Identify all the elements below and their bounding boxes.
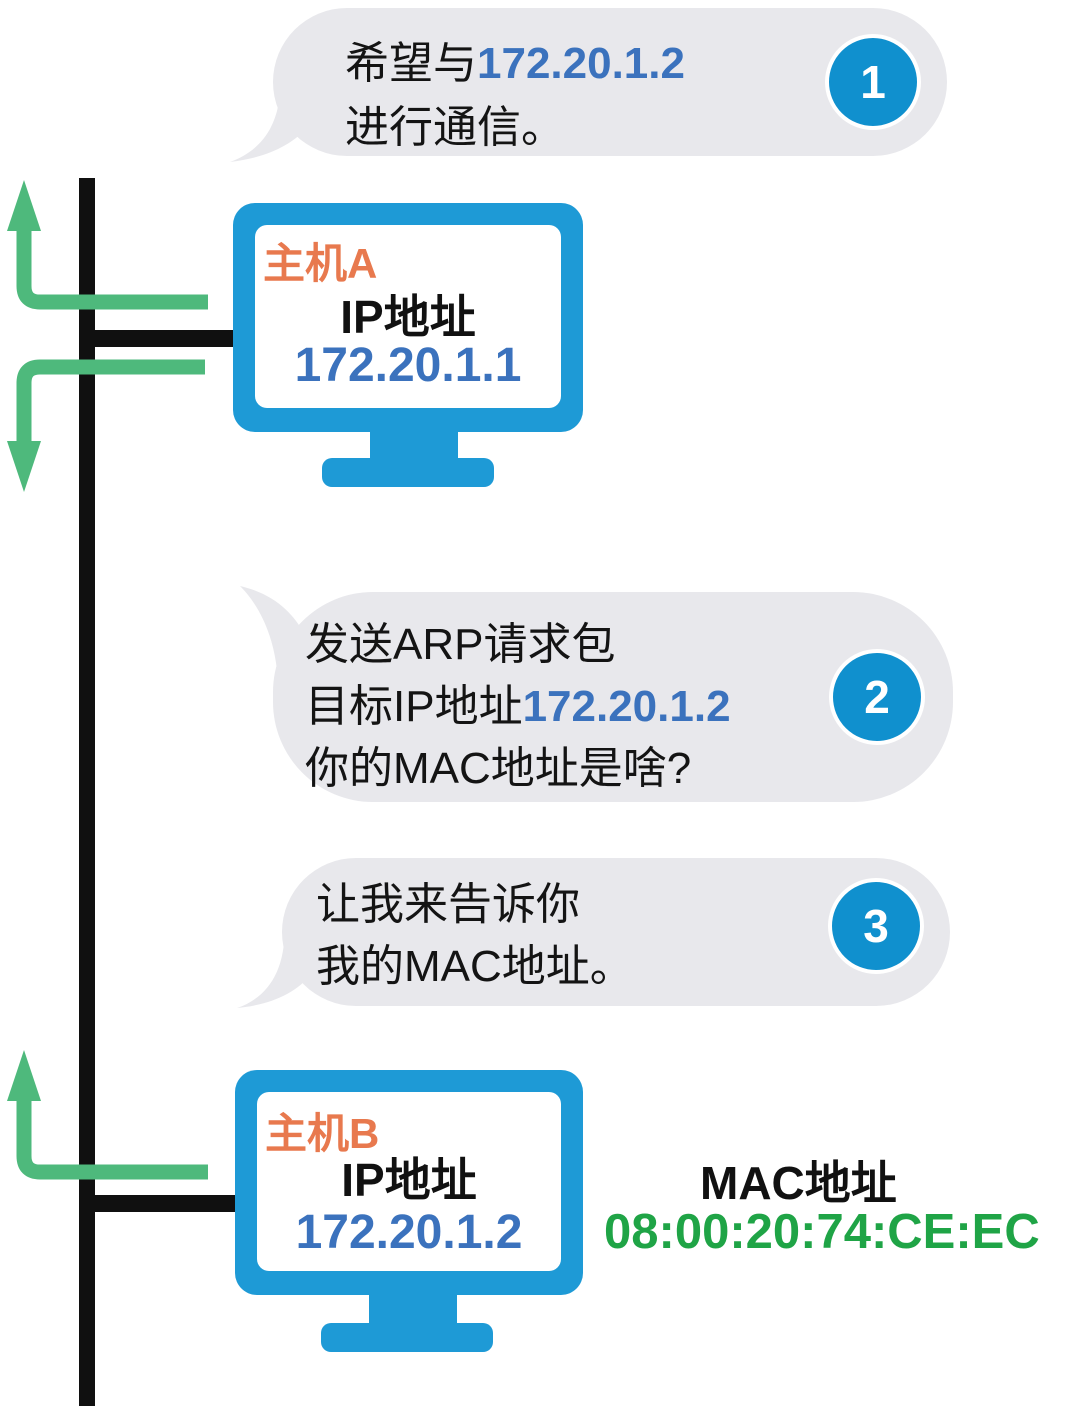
bubble-2-target-ip: 172.20.1.2 (522, 682, 731, 731)
host-b-mac-label: MAC地址 (700, 1157, 897, 1209)
host-a-monitor-stand (370, 430, 458, 462)
bubble-1-target-ip: 172.20.1.2 (477, 39, 685, 88)
host-b-monitor: 主机B IP地址 172.20.1.2 (235, 1070, 583, 1295)
host-b-ip-label: IP地址 (341, 1154, 477, 1206)
broadcast-up-arrow (7, 180, 208, 310)
host-b-name: 主机B (265, 1110, 380, 1157)
host-a-screen: 主机A IP地址 172.20.1.1 (255, 225, 561, 408)
step-2-badge: 2 (829, 649, 925, 745)
bubble-2-line-2: 目标IP地址172.20.1.2 (305, 676, 953, 738)
ethernet-bus-line (79, 178, 95, 1406)
bubble-2-line-1: 发送ARP请求包 (305, 620, 616, 669)
host-a-monitor-base (322, 458, 494, 487)
host-a-name: 主机A (263, 240, 378, 287)
bubble-1-line-1: 希望与172.20.1.2 (345, 32, 947, 96)
host-a-ip-value: 172.20.1.1 (294, 339, 522, 392)
host-b-monitor-base (321, 1323, 493, 1352)
host-b-mac-value: 08:00:20:74:CE:EC (604, 1205, 1040, 1259)
bubble-3-line-2: 我的MAC地址。 (316, 942, 634, 991)
reply-up-arrow (7, 1050, 208, 1180)
bubble-2-line-2-text: 目标IP地址 (305, 682, 523, 731)
step-3-badge: 3 (828, 878, 924, 974)
host-b-link-line (79, 1195, 249, 1212)
host-a-monitor: 主机A IP地址 172.20.1.1 (233, 203, 583, 432)
host-a-link-line (79, 330, 249, 347)
host-b-monitor-stand (369, 1293, 457, 1325)
bubble-3-line-1: 让我来告诉你 (316, 880, 580, 929)
broadcast-down-arrow (7, 359, 205, 492)
host-a-ip-label: IP地址 (340, 291, 476, 343)
step-1-badge: 1 (825, 34, 921, 130)
host-b-screen: 主机B IP地址 172.20.1.2 (257, 1092, 561, 1271)
bubble-1-line-2: 进行通信。 (345, 103, 565, 152)
host-b-ip-value: 172.20.1.2 (295, 1206, 523, 1259)
bubble-1-line-1-text: 希望与 (345, 39, 477, 88)
bubble-2-line-3: 你的MAC地址是啥? (305, 744, 692, 793)
